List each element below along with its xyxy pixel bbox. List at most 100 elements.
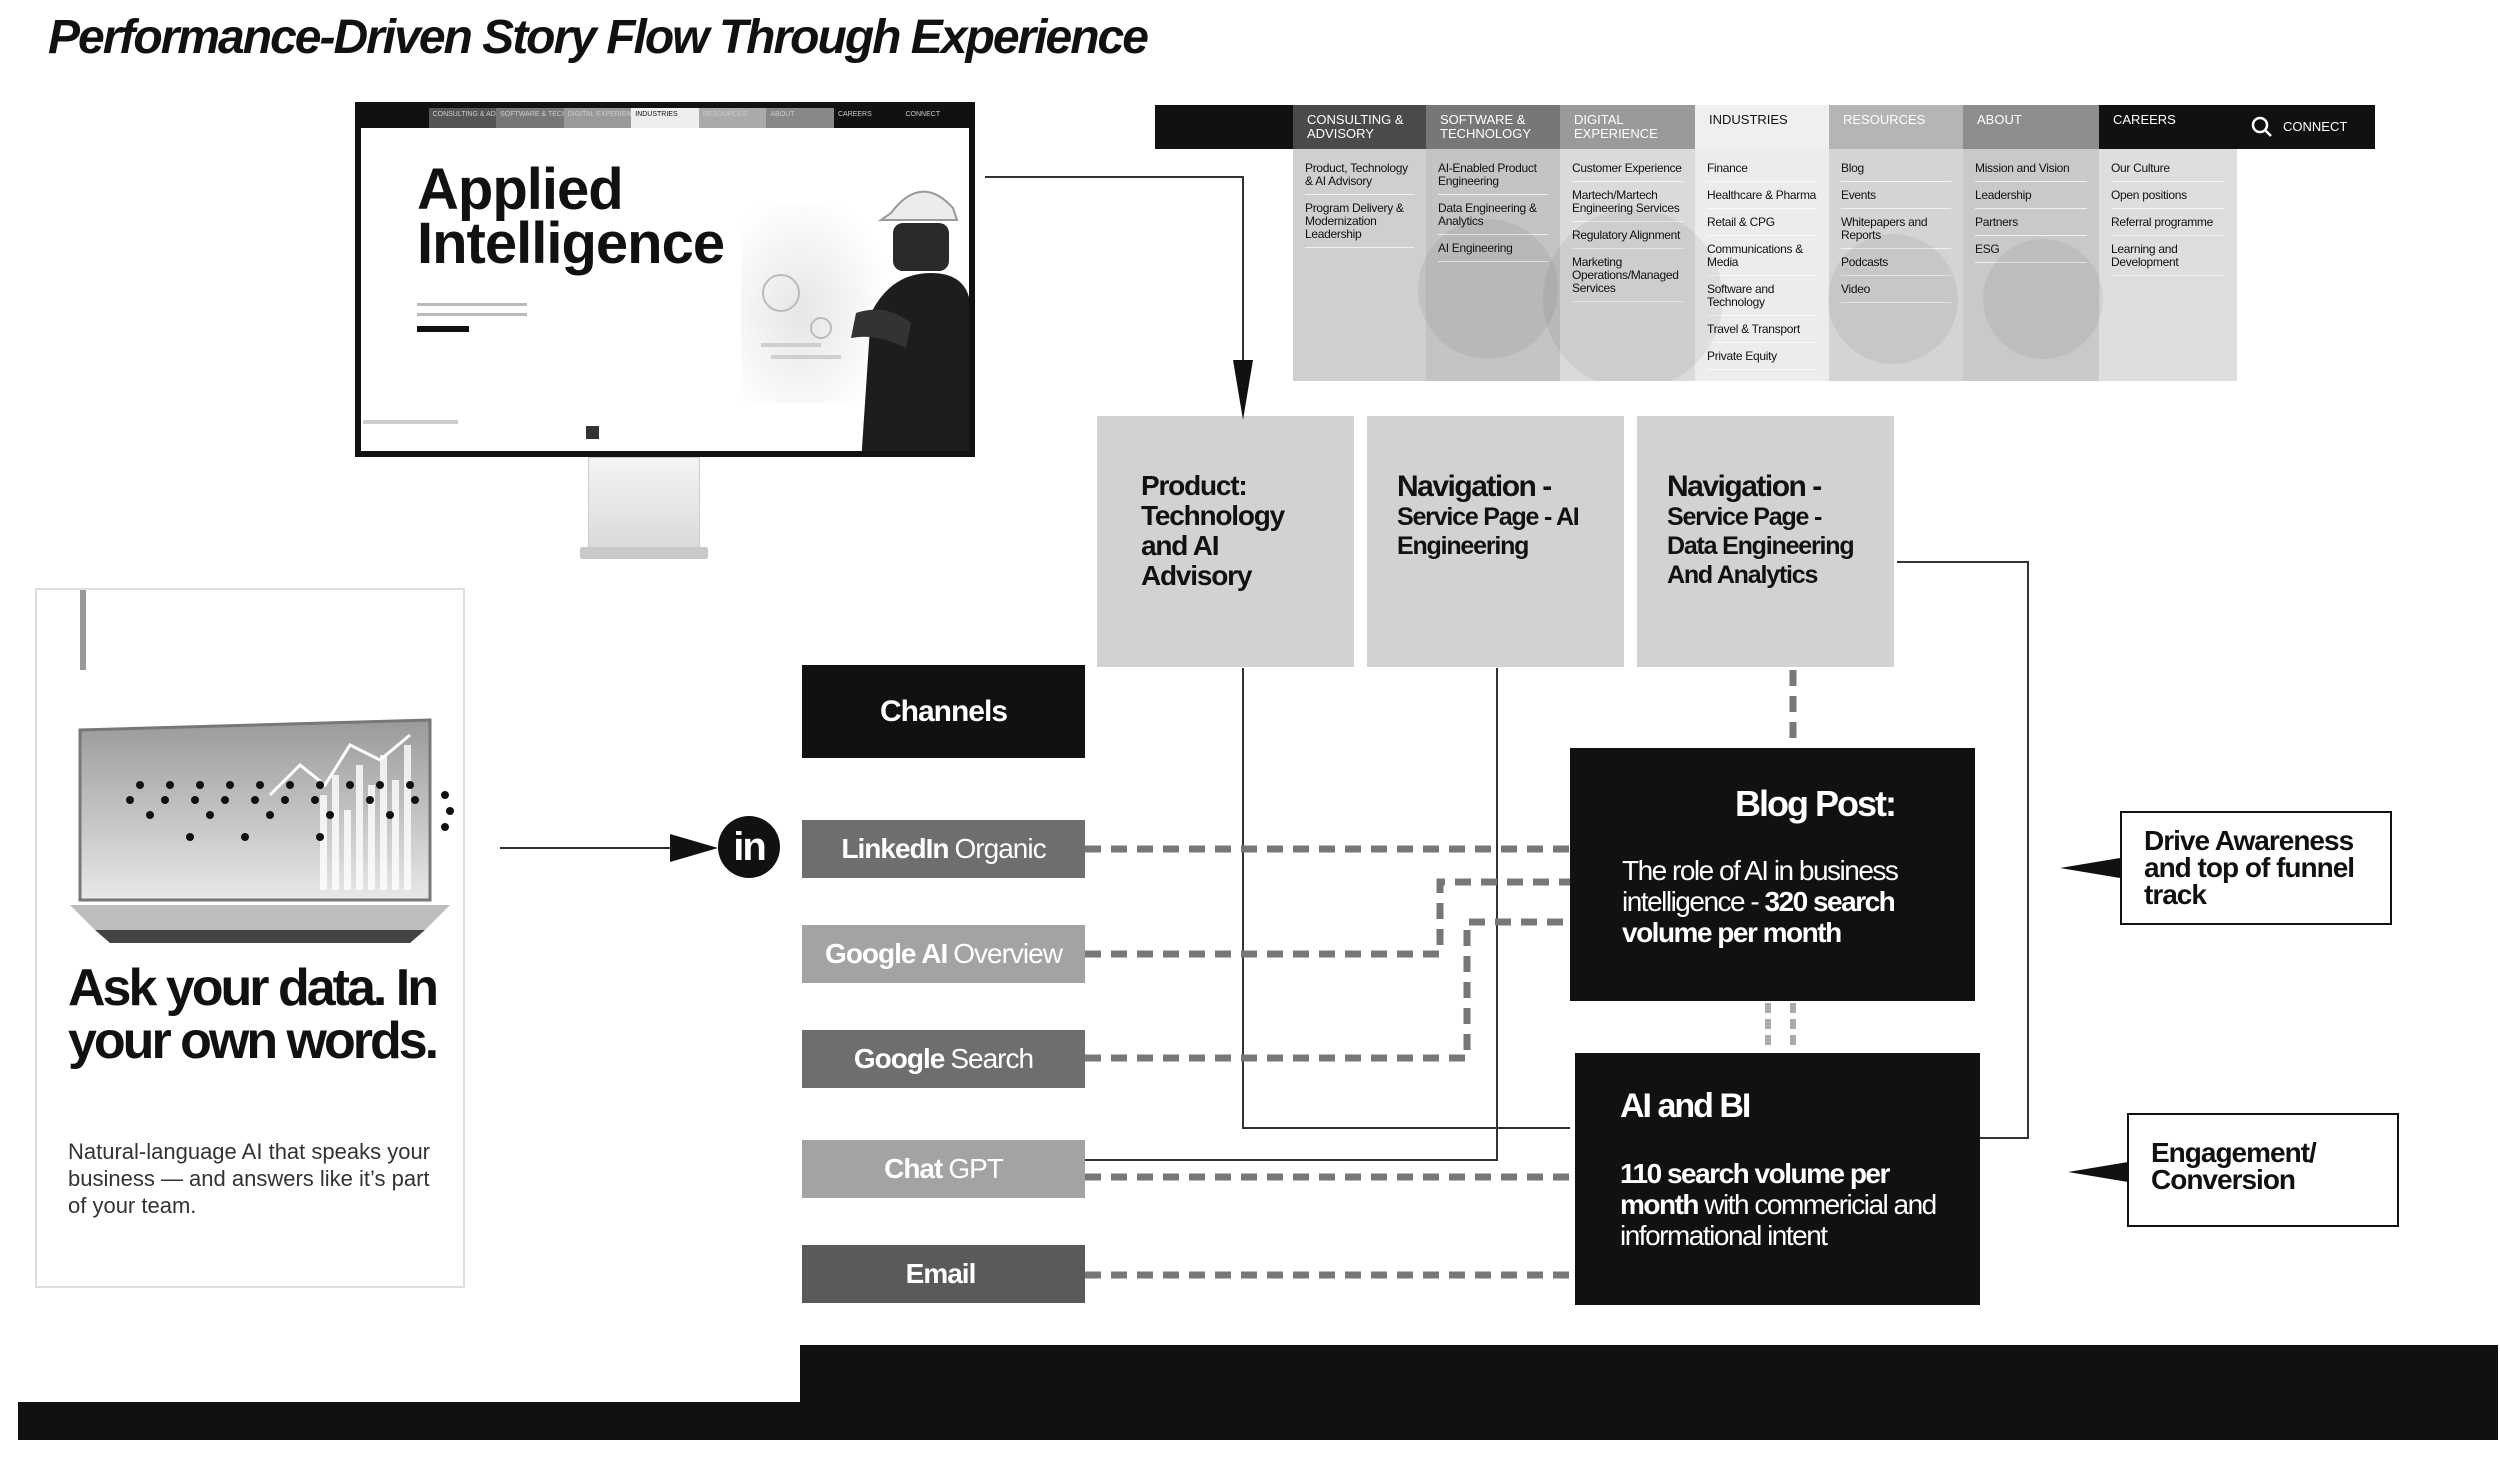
blog-body-text: The role of AI in business intelligence …	[1622, 855, 1899, 917]
menu-item[interactable]: Leadership	[1975, 186, 2087, 209]
monitor-nav-item[interactable]: RESOURCES	[698, 108, 767, 128]
monitor-hero-title: Applied Intelligence	[417, 161, 797, 276]
menu-item[interactable]: Martech/Martech Engineering Services	[1572, 186, 1683, 222]
arrow-down-icon	[1233, 360, 1253, 420]
menu-item[interactable]: Communications & Media	[1707, 240, 1817, 276]
menu-header-resources[interactable]: RESOURCES	[1829, 105, 1963, 149]
monitor-nav-item[interactable]: DIGITAL EXPERIENCE	[563, 108, 632, 128]
menu-item[interactable]: Data Engineering & Analytics	[1438, 199, 1548, 235]
monitor-nav-item[interactable]: CONSULTING & ADVISORY	[428, 108, 497, 128]
monitor-footer-bar	[363, 420, 458, 424]
menu-item[interactable]: Podcasts	[1841, 253, 1951, 276]
service-box-data-engineering[interactable]: Navigation - Service Page - Data Enginee…	[1637, 416, 1894, 667]
monitor-stand	[588, 457, 700, 552]
service-title: Navigation -	[1397, 470, 1552, 503]
menu-item[interactable]: Our Culture	[2111, 159, 2225, 182]
menu-header-logo[interactable]	[1155, 105, 1293, 149]
ai-bi-box[interactable]	[1575, 1053, 1980, 1305]
arrow-right-icon	[670, 834, 718, 862]
menu-item[interactable]: Events	[1841, 186, 1951, 209]
menu-item[interactable]: Retail & CPG	[1707, 213, 1817, 236]
menu-item[interactable]: Blog	[1841, 159, 1951, 182]
monitor-nav-item[interactable]	[361, 108, 429, 128]
card-body: Natural-language AI that speaks your bus…	[68, 1139, 431, 1218]
menu-item[interactable]: ESG	[1975, 240, 2087, 263]
service-title: Navigation -	[1667, 470, 1822, 503]
card-accent	[80, 590, 86, 670]
menu-item[interactable]: Private Equity	[1707, 347, 1817, 370]
ai-bi-highlight: 110 search volume per month	[1620, 1158, 1890, 1220]
service-box-ai-engineering[interactable]: Navigation - Service Page - AI Engineeri…	[1367, 416, 1624, 667]
linkedin-glyph: in	[733, 824, 767, 869]
menu-item[interactable]: Regulatory Alignment	[1572, 226, 1683, 249]
monitor-nav-item[interactable]: CONNECT	[901, 108, 969, 128]
channel-label: LinkedIn	[841, 833, 949, 864]
menu-header-careers[interactable]: CAREERS	[2099, 105, 2237, 149]
ai-bi-body: 110 search volume per month with commeri…	[1620, 1158, 1950, 1251]
menu-item[interactable]: AI-Enabled Product Engineering	[1438, 159, 1548, 195]
linkedin-icon[interactable]: in	[718, 816, 780, 878]
menu-item[interactable]: Finance	[1707, 159, 1817, 182]
service-box-product-advisory[interactable]: Product: Technology and AI Advisory	[1097, 416, 1354, 667]
service-subtitle: Service Page - AI Engineering	[1397, 503, 1580, 560]
service-subtitle: Service Page - Data Engineering And Anal…	[1667, 503, 1855, 589]
blog-post-title: Blog Post:	[1735, 783, 1897, 824]
monitor-nav-item[interactable]: CAREERS	[833, 108, 902, 128]
menu-item[interactable]: Program Delivery & Modernization Leaders…	[1305, 199, 1414, 248]
menu-item[interactable]: Referral programme	[2111, 213, 2225, 236]
menu-header-connect[interactable]: CONNECT	[2237, 105, 2375, 149]
monitor-nav-item[interactable]: SOFTWARE & TECHNOLOGY	[496, 108, 564, 128]
channel-label: Email	[905, 1258, 977, 1289]
monitor-nav-item[interactable]: INDUSTRIES	[631, 108, 699, 128]
monitor-stand-base	[580, 547, 708, 559]
channel-label: Google AI	[825, 938, 948, 969]
menu-item[interactable]: Customer Experience	[1572, 159, 1683, 182]
menu-header-consulting[interactable]: CONSULTING & ADVISORY	[1293, 105, 1426, 149]
footer-bar	[18, 1402, 2498, 1440]
service-title: Product:	[1141, 470, 1248, 501]
menu-header-digital[interactable]: DIGITAL EXPERIENCE	[1560, 105, 1695, 149]
menu-header-software[interactable]: SOFTWARE & TECHNOLOGY	[1426, 105, 1560, 149]
ai-bi-title: AI and BI	[1620, 1087, 1751, 1125]
menu-item[interactable]: Open positions	[2111, 186, 2225, 209]
menu-item[interactable]: Partners	[1975, 213, 2087, 236]
menu-item[interactable]: Video	[1841, 280, 1951, 303]
menu-item[interactable]: Whitepapers and Reports	[1841, 213, 1951, 249]
menu-item[interactable]: Healthcare & Pharma	[1707, 186, 1817, 209]
hero-cta-bar[interactable]	[417, 326, 469, 332]
channel-label: Chat	[884, 1153, 943, 1184]
search-icon[interactable]	[2251, 116, 2273, 138]
worker-illustration	[741, 190, 969, 451]
menu-item[interactable]: Learning and Development	[2111, 240, 2225, 276]
hero-line: Intelligence	[417, 211, 725, 276]
channel-sublabel: Organic	[954, 833, 1047, 864]
menu-item[interactable]: Mission and Vision	[1975, 159, 2087, 182]
menu-item[interactable]: Travel & Transport	[1707, 320, 1817, 343]
menu-header-about[interactable]: ABOUT	[1963, 105, 2099, 149]
awareness-label: Drive Awareness and top of funnel track	[2120, 811, 2392, 925]
monitor-nav-bar: CONSULTING & ADVISORY SOFTWARE & TECHNOL…	[361, 108, 969, 128]
scroll-down-icon[interactable]	[586, 426, 599, 439]
menu-item[interactable]: Product, Technology & AI Advisory	[1305, 159, 1414, 195]
connect-label: CONNECT	[2283, 119, 2348, 134]
monitor-screen: CONSULTING & ADVISORY SOFTWARE & TECHNOL…	[355, 102, 975, 457]
monitor-nav-item[interactable]: ABOUT	[766, 108, 834, 128]
channel-button[interactable]: Email	[802, 1245, 1085, 1303]
channel-sublabel: Search	[950, 1043, 1034, 1074]
blog-post-box[interactable]	[1570, 748, 1975, 1001]
channels-heading: Channels	[802, 665, 1085, 758]
menu-decorative-circles	[1418, 209, 2103, 381]
menu-item[interactable]: Marketing Operations/Managed Services	[1572, 253, 1683, 302]
menu-item[interactable]: AI Engineering	[1438, 239, 1548, 262]
menu-header-industries[interactable]: INDUSTRIES	[1695, 105, 1829, 149]
menu-item[interactable]: Software and Technology	[1707, 280, 1817, 316]
